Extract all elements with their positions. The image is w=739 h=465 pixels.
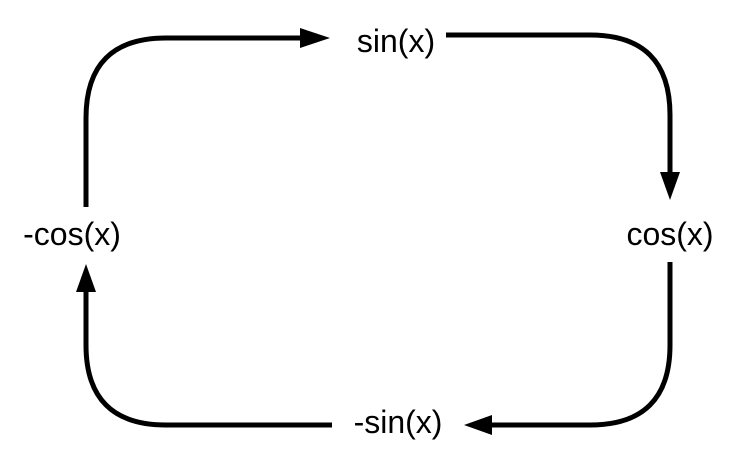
arrowhead-to-negcos bbox=[76, 264, 96, 292]
node-neg-sin: -sin(x) bbox=[353, 404, 443, 440]
arrow-sin-to-cos bbox=[446, 32, 673, 185]
node-cos: cos(x) bbox=[626, 216, 714, 252]
node-sin: sin(x) bbox=[356, 23, 436, 59]
node-neg-cos: -cos(x) bbox=[23, 216, 121, 252]
arrowhead-to-sin bbox=[300, 28, 330, 48]
arrowhead-to-cos bbox=[660, 172, 680, 200]
arrowhead-to-negsin bbox=[464, 415, 492, 435]
arrow-negsin-to-negcos bbox=[83, 282, 332, 428]
arrow-negcos-to-sin bbox=[83, 35, 318, 207]
arrow-cos-to-negsin bbox=[480, 262, 673, 428]
